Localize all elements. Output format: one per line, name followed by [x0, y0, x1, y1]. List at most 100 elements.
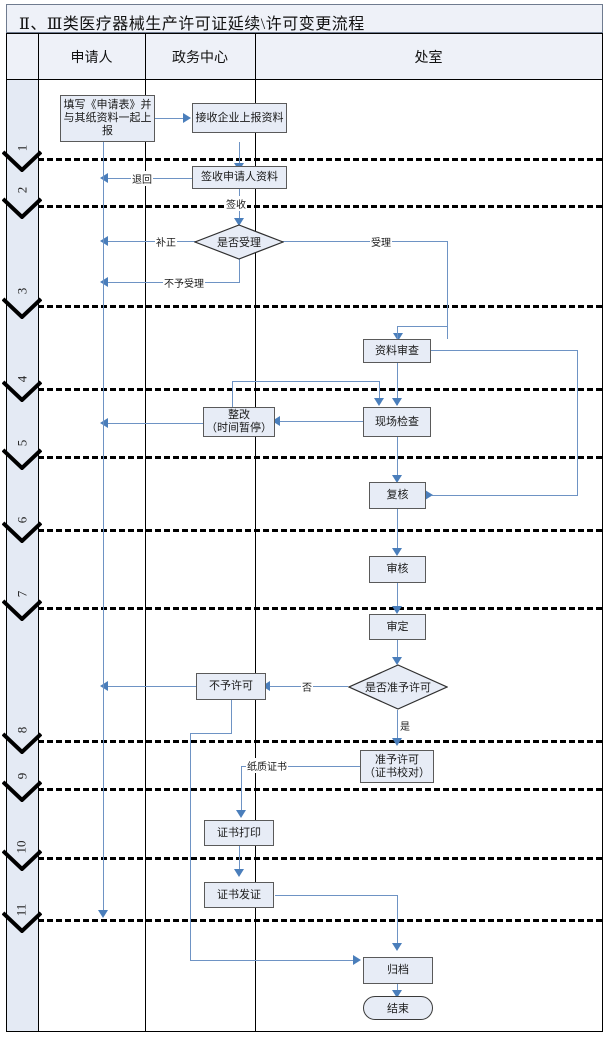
- row-separator-10: [38, 857, 602, 860]
- edge-n6-applicant: [104, 423, 204, 424]
- arrowhead-n15-archive: [392, 943, 402, 951]
- edge-n14-n15: [239, 846, 240, 874]
- row-separator-8: [38, 740, 602, 743]
- edge-label-not-accept: 不予受理: [163, 275, 205, 290]
- arrowhead-n3-n4: [234, 218, 244, 226]
- node-accept-decision-label: 是否受理: [217, 237, 261, 249]
- edge-bus-down: [577, 350, 578, 496]
- edge-n9-n10: [397, 583, 398, 611]
- lane-header-service-center: 政务中心: [172, 50, 228, 66]
- arrowhead-supplement: [100, 236, 108, 246]
- node-examination[interactable]: 审核: [369, 556, 426, 583]
- node-line: 准予许可: [375, 753, 419, 766]
- edge-label-paper-cert: 纸质证书: [246, 758, 288, 773]
- lane-header-row: [7, 34, 602, 79]
- edge-paper-cert: [241, 766, 363, 767]
- page-title: Ⅱ、Ⅲ类医疗器械生产许可证延续\许可变更流程: [19, 16, 365, 33]
- node-archive[interactable]: 归档: [363, 957, 433, 984]
- edge-accept-to-review: [397, 326, 448, 327]
- row-separator-5: [38, 456, 602, 459]
- node-line: （证书校对）: [364, 766, 430, 779]
- edge-n5-bus: [430, 350, 578, 351]
- arrowhead-n7-n8: [392, 475, 402, 483]
- node-rectification[interactable]: 整改 （时间暂停）: [203, 407, 275, 437]
- node-certificate-issue[interactable]: 证书发证: [204, 882, 274, 908]
- edge-label-no: 否: [301, 679, 313, 694]
- edge-n12-applicant: [104, 686, 199, 687]
- chevron-4: [1, 380, 43, 403]
- header-bottom-divider: [7, 79, 602, 80]
- edge-paper-cert-down: [241, 766, 242, 815]
- node-permit-decision-label: 是否准予许可: [365, 682, 431, 694]
- row-separator-7: [38, 607, 602, 610]
- arrowhead-n14-n15: [234, 869, 244, 877]
- chevron-5: [1, 448, 43, 471]
- edge-n12-to-archive: [190, 960, 357, 961]
- edge-n15-archive: [275, 895, 398, 896]
- row-separator-9: [38, 788, 602, 791]
- table-frame: [6, 33, 603, 1032]
- node-certificate-print[interactable]: 证书打印: [204, 820, 274, 846]
- arrowhead-paper-cert: [236, 810, 246, 818]
- arrowhead-n8-n9: [392, 548, 402, 556]
- node-line: 与其纸资料一起上: [63, 112, 152, 124]
- edge-n12-left: [190, 733, 232, 734]
- node-receive-materials[interactable]: 接收企业上报资料: [192, 103, 287, 133]
- arrowhead-n9-n10: [392, 606, 402, 614]
- edge-n1-n2: [155, 118, 185, 119]
- column-divider-1: [38, 34, 39, 1031]
- row-separator-3: [38, 305, 602, 308]
- arrowhead-n7-n6: [272, 416, 280, 426]
- node-onsite-inspection[interactable]: 现场检查: [363, 407, 431, 437]
- arrowhead-n12-applicant: [100, 681, 108, 691]
- edge-label-accept: 受理: [370, 234, 392, 249]
- arrowhead-applicant-trunk: [98, 910, 108, 918]
- node-permit-decision[interactable]: 是否准予许可: [348, 664, 448, 710]
- arrowhead-n12-archive: [353, 955, 361, 965]
- arrowhead-yes: [392, 738, 402, 746]
- edge-accept-down: [447, 241, 448, 339]
- arrowhead-no: [262, 681, 270, 691]
- arrowhead-accept: [393, 333, 403, 341]
- edge-n12-down: [231, 700, 232, 734]
- node-permit-granted[interactable]: 准予许可 （证书校对）: [360, 750, 434, 783]
- node-reexamination[interactable]: 复核: [369, 482, 426, 509]
- arrowhead-n1-n2: [183, 113, 191, 123]
- row-separator-6: [38, 529, 602, 532]
- node-permit-denied[interactable]: 不予许可: [196, 673, 266, 700]
- column-divider-3: [255, 34, 256, 1031]
- node-accept-decision[interactable]: 是否受理: [194, 224, 284, 260]
- node-line: 整改: [228, 409, 250, 421]
- column-divider-2: [145, 34, 146, 1031]
- edge-n12-to-archive-down: [190, 733, 191, 961]
- chevron-7: [1, 599, 43, 622]
- edge-not-accept-down: [239, 258, 240, 283]
- row-separator-1: [38, 158, 602, 161]
- arrowhead-not-accept: [100, 277, 108, 287]
- edge-n5-n7: [397, 363, 398, 405]
- edge-applicant-trunk: [103, 142, 104, 914]
- chevron-10: [1, 849, 43, 872]
- edge-bus-to-n8: [432, 495, 578, 496]
- arrowhead-n10-n11: [392, 657, 402, 665]
- edge-label-yes: 是: [399, 718, 411, 733]
- node-sign-receipt[interactable]: 签收申请人资料: [192, 166, 287, 189]
- node-material-review[interactable]: 资料审查: [363, 339, 431, 363]
- node-end[interactable]: 结束: [363, 996, 433, 1020]
- edge-n2-n3: [239, 142, 240, 169]
- node-line: （时间暂停）: [206, 422, 272, 434]
- row-separator-4: [38, 388, 602, 391]
- edge-n6-loop-top: [232, 381, 380, 382]
- node-fill-application[interactable]: 填写《申请表》并 与其纸资料一起上 报: [60, 95, 155, 142]
- arrowhead-return: [100, 173, 108, 183]
- lane-header-applicant: 申请人: [70, 50, 113, 66]
- chevron-11: [1, 911, 43, 934]
- chevron-2: [1, 197, 43, 220]
- node-line: 报: [102, 125, 113, 137]
- edge-supplement: [104, 241, 200, 242]
- node-approval-decision[interactable]: 审定: [369, 614, 426, 640]
- lane-header-office: 处室: [414, 50, 443, 66]
- arrowhead-n5-n7: [392, 398, 402, 406]
- edge-n10-n11: [397, 640, 398, 662]
